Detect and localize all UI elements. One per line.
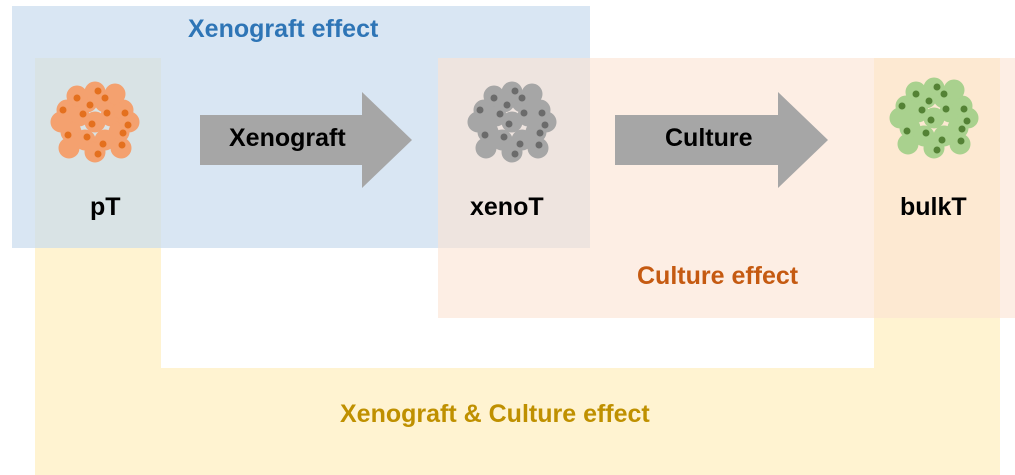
combined-effect-label: Xenograft & Culture effect — [340, 400, 650, 428]
stage-label-pT: pT — [90, 193, 121, 221]
pT-cell-cluster-icon — [50, 81, 140, 163]
stage-label-xenoT: xenoT — [470, 193, 544, 221]
stage-label-bulkT: bulkT — [900, 193, 967, 221]
bulkT-cell-cluster-icon — [889, 77, 979, 159]
culture-effect-label: Culture effect — [637, 262, 799, 290]
combined-effect-region — [35, 58, 1000, 475]
culture-arrow-label: Culture — [665, 124, 753, 152]
culture-arrow — [615, 92, 828, 188]
xenoT-cell-cluster-icon — [467, 81, 557, 163]
xenograft-arrow — [200, 92, 412, 188]
xenograft-arrow-label: Xenograft — [229, 124, 346, 152]
xenograft-effect-label: Xenograft effect — [188, 15, 379, 43]
